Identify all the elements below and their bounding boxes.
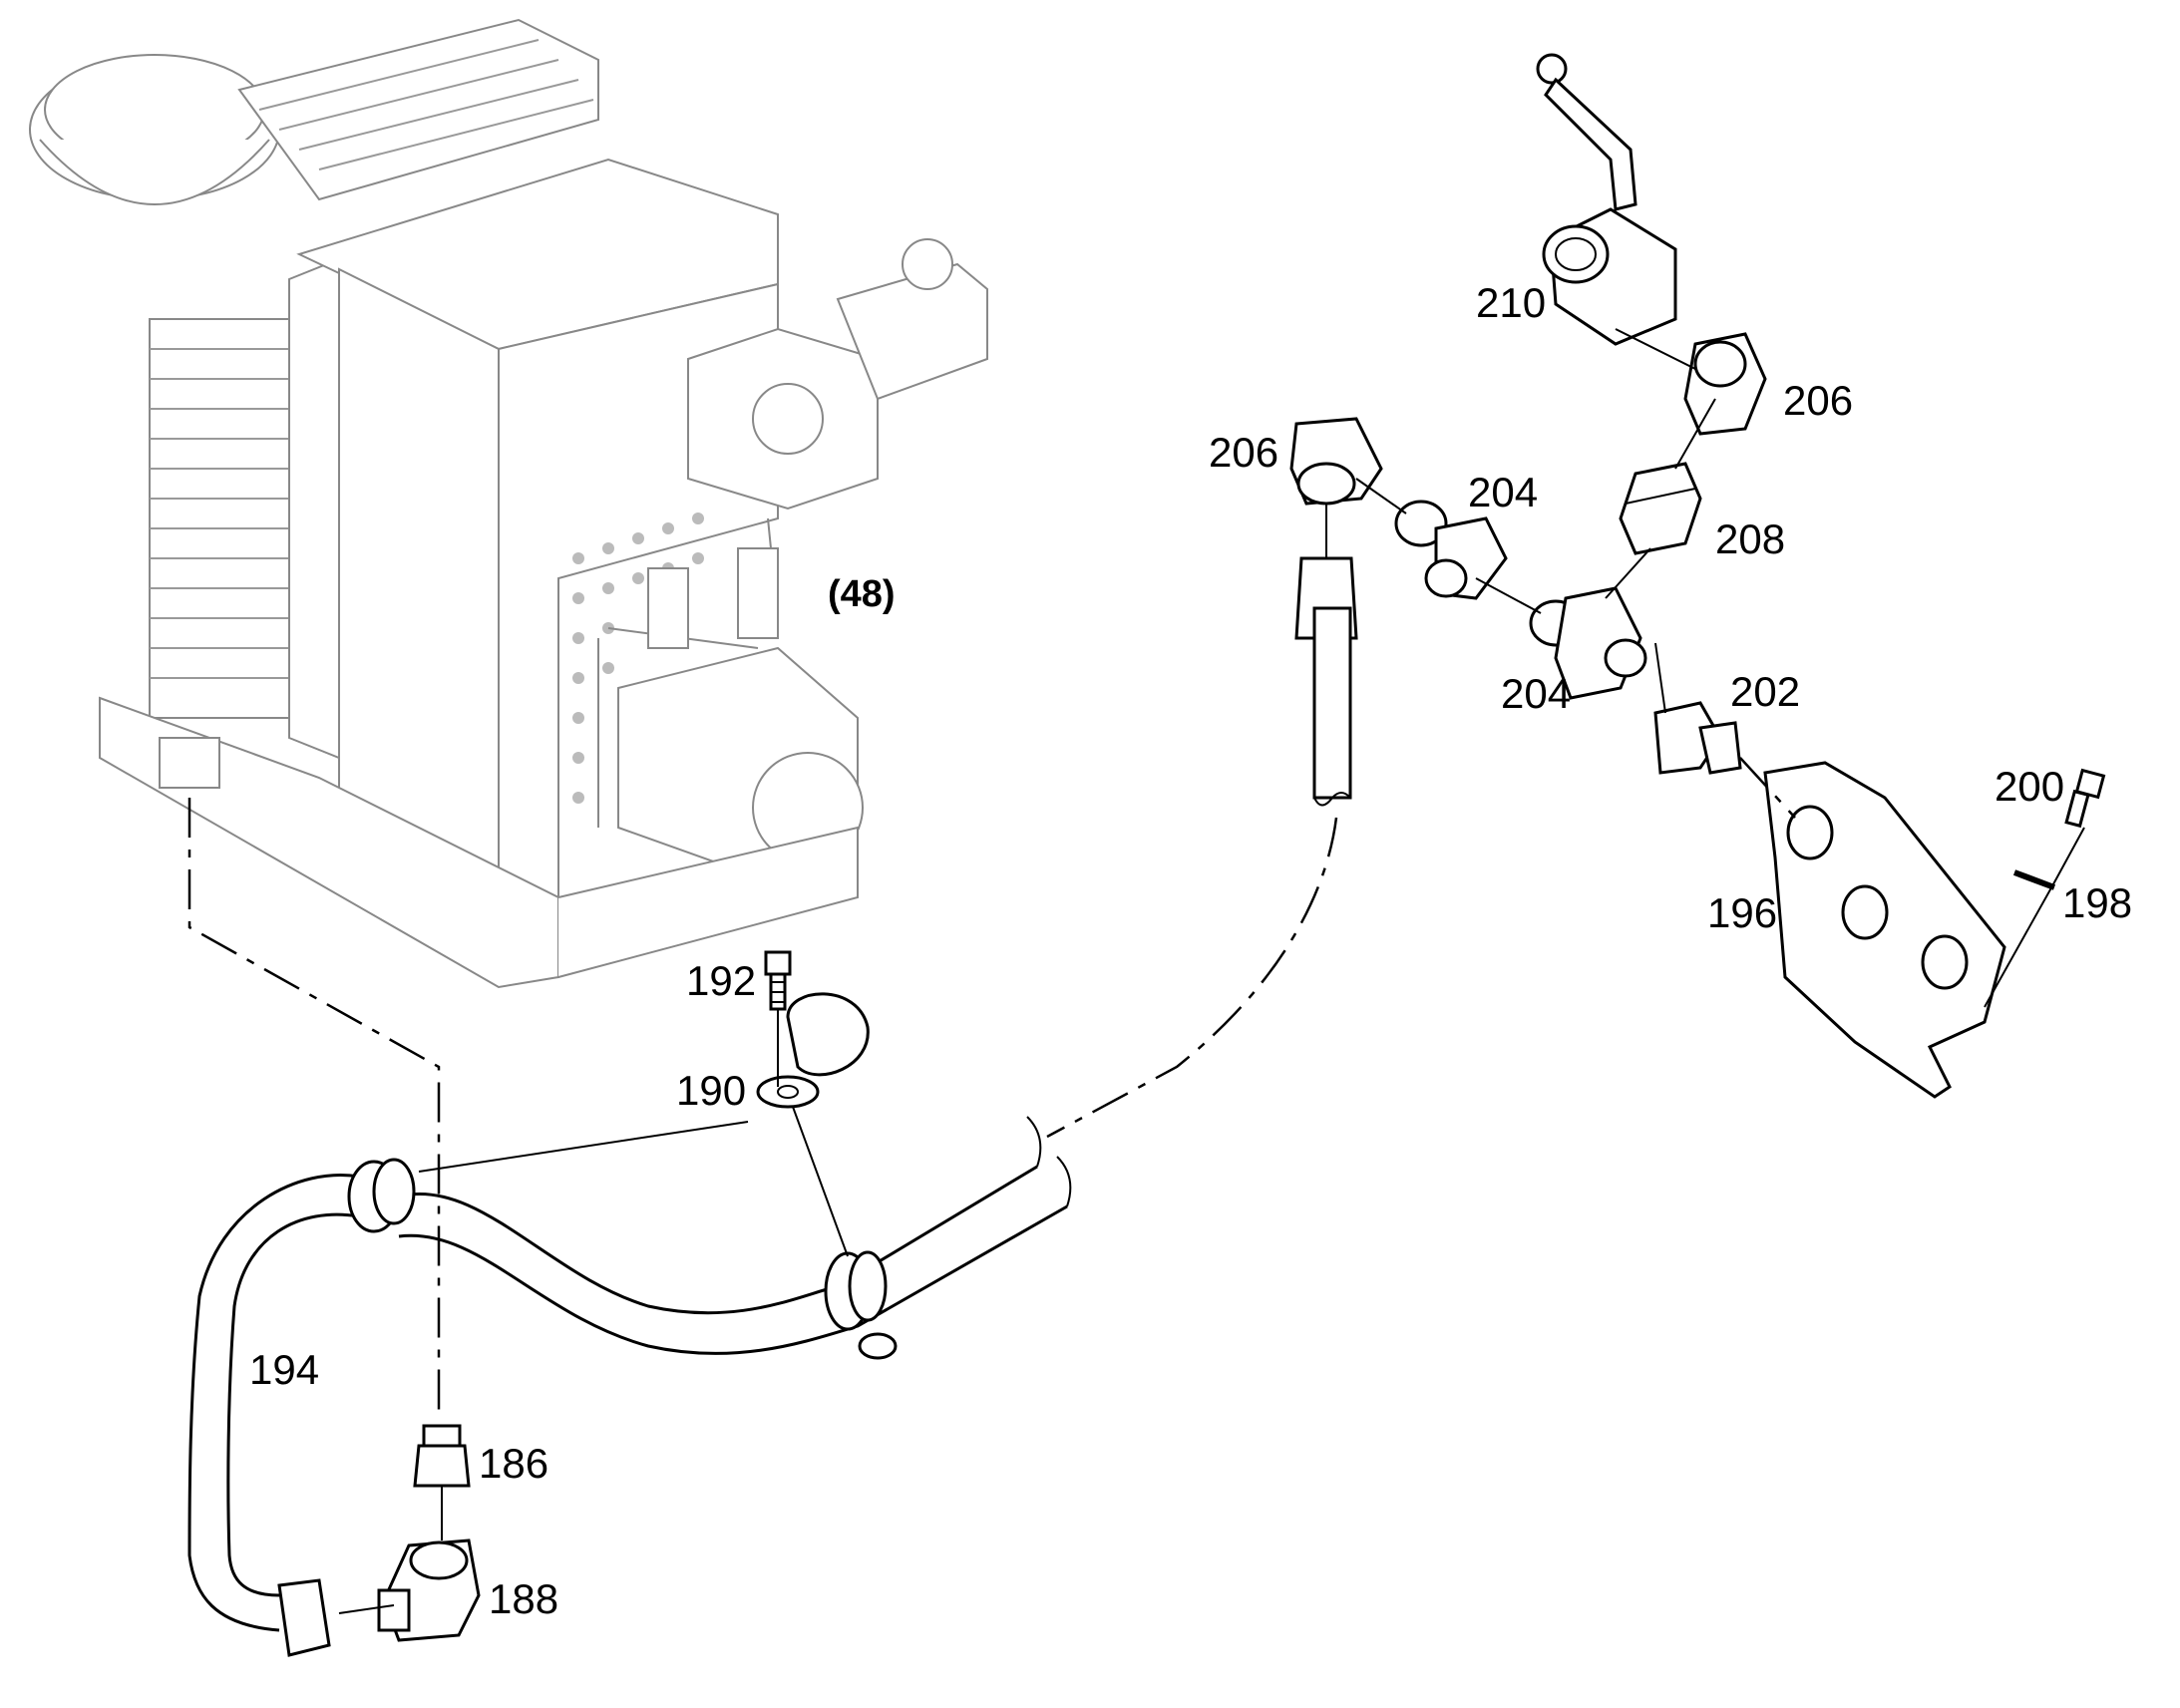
- leader-lines: [187, 328, 2085, 1614]
- part-196-bracket: [1763, 761, 2006, 1099]
- callout-190: 190: [676, 1067, 746, 1114]
- callout-188: 188: [489, 1575, 558, 1622]
- callout-198: 198: [2062, 879, 2132, 926]
- callout-208: 208: [1715, 515, 1785, 562]
- callout-196: 196: [1707, 889, 1777, 936]
- callout-192: 192: [686, 957, 756, 1004]
- callout-206-upper: 206: [1783, 377, 1853, 424]
- clamp-on-hose: [824, 1250, 898, 1360]
- callout-206-left: 206: [1209, 429, 1278, 476]
- callout-200: 200: [1995, 763, 2064, 810]
- part-192-bolt: [764, 950, 792, 1011]
- part-210-ball-valve: [1536, 53, 1677, 346]
- callout-194: 194: [249, 1346, 319, 1393]
- callout-labels: (48) 210 206 206 204 208 204 202 200 198…: [249, 279, 2132, 1622]
- part-208-nut: [1619, 462, 1702, 555]
- part-206-elbow-upper: [1683, 332, 1767, 436]
- assembly-reference-label: (48): [828, 573, 896, 615]
- callout-202: 202: [1730, 668, 1800, 715]
- callout-210: 210: [1476, 279, 1546, 326]
- part-190-p-clamp: [756, 992, 870, 1109]
- callout-204-upper: 204: [1468, 469, 1538, 515]
- part-198-washer: [2012, 869, 2056, 890]
- callout-204-lower: 204: [1501, 670, 1571, 717]
- part-204-tee-lower: [1529, 586, 1647, 700]
- hose-194: [187, 1116, 1072, 1657]
- part-202-adapter: [1653, 701, 1742, 775]
- part-204-tee-upper: [1394, 500, 1508, 600]
- pipe-segment-right: [1294, 556, 1358, 807]
- part-188-elbow: [377, 1538, 481, 1642]
- part-186-adapter: [413, 1424, 471, 1488]
- part-206-elbow-left: [1289, 417, 1383, 506]
- callout-186: 186: [479, 1440, 548, 1487]
- compressor-unit-drawing: [29, 18, 988, 989]
- part-200-bolt: [2064, 768, 2106, 829]
